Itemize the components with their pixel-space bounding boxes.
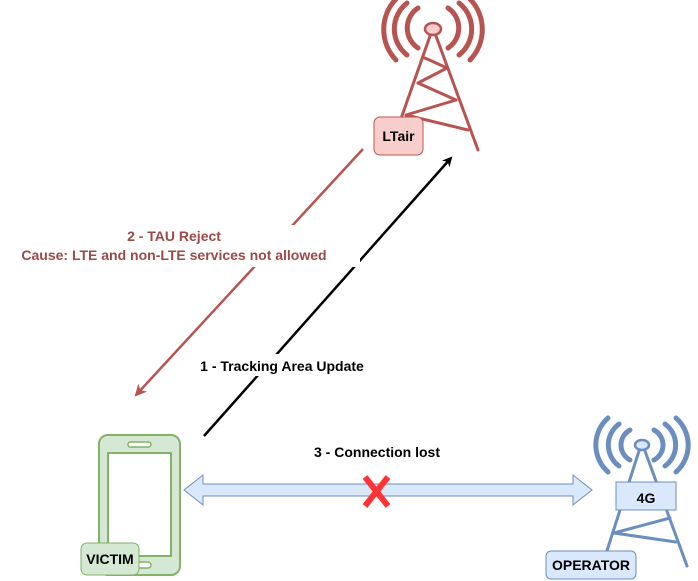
operator-radio-waves-icon [593,415,691,475]
operator-4g-label: 4G [637,490,656,506]
tau-request-arrow[interactable] [203,156,453,437]
tau-reject-label-line1: 2 - TAU Reject [127,228,221,244]
tau-reject-label-bg [0,225,360,267]
victim-label-box[interactable]: VICTIM [80,542,140,576]
tau-reject-arrow[interactable] [134,148,364,397]
connection-double-arrow[interactable] [183,473,593,507]
operator-tag-label: OPERATOR [552,557,630,573]
operator-4g-box[interactable]: 4G [615,481,677,511]
attacker-label: LTair [382,128,415,144]
operator-tag-box[interactable]: OPERATOR [545,550,637,580]
phone-icon [98,434,181,576]
tau-request-label: 1 - Tracking Area Update [200,358,364,374]
connection-lost-x-icon [362,475,391,508]
connection-label: 3 - Connection lost [314,444,440,460]
tau-request-label-bg [186,354,380,376]
attacker-radio-waves-icon [381,0,485,63]
attacker-label-box[interactable]: LTair [373,116,424,156]
tau-reject-label-line2: Cause: LTE and non-LTE services not allo… [21,247,326,263]
victim-label: VICTIM [86,551,133,567]
